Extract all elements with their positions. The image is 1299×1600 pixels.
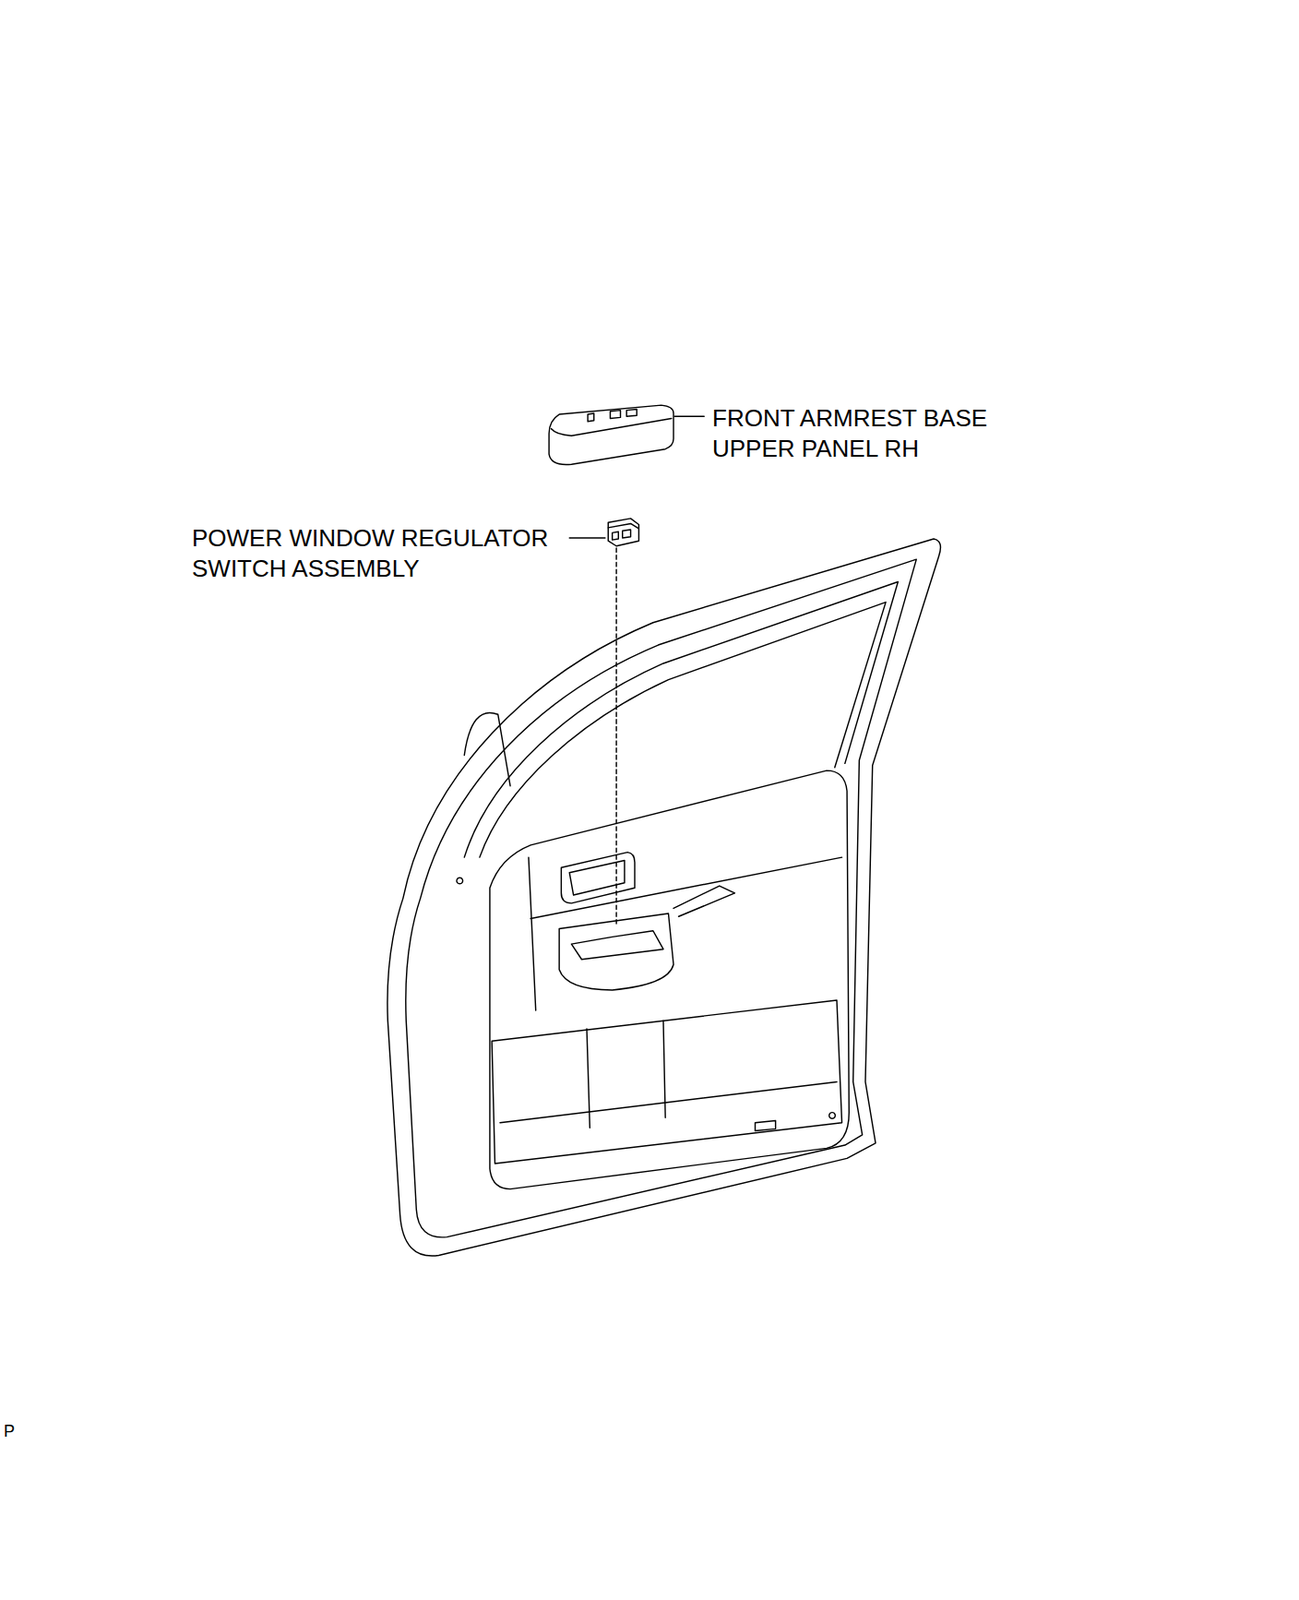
- front-door: [387, 538, 942, 1256]
- assembly-line: [615, 548, 617, 924]
- page-mark: P: [3, 1420, 41, 1442]
- leader-line: [674, 416, 704, 418]
- window-switch: [607, 518, 639, 547]
- leader-line: [569, 536, 606, 538]
- armrest-panel: [548, 405, 674, 465]
- part-name: POWER WINDOW REGULATOR SWITCH ASSEMBLY: [191, 523, 589, 584]
- part-name: FRONT ARMREST BASE UPPER PANEL RH: [712, 403, 1031, 465]
